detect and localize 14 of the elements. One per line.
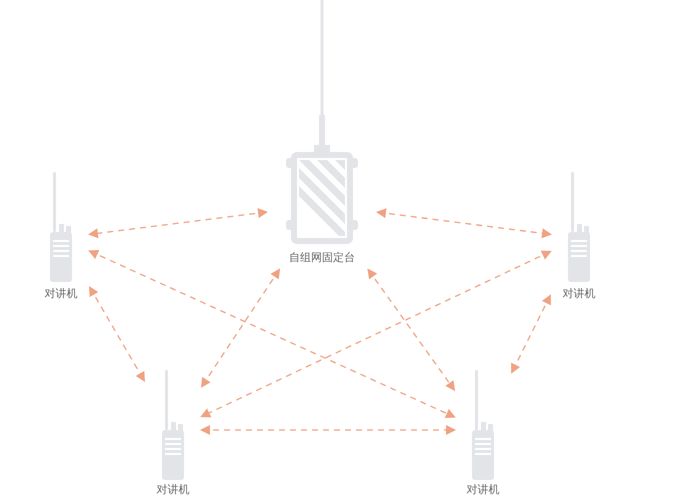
node-label: 对讲机	[562, 286, 596, 301]
arrow	[376, 208, 552, 238]
node-label: 对讲机	[44, 286, 78, 301]
node-label: 自组网固定台	[288, 250, 356, 265]
arrow	[89, 286, 145, 382]
arrow	[367, 268, 456, 392]
arrow	[88, 250, 456, 418]
arrow	[200, 425, 456, 435]
arrow	[200, 250, 552, 418]
arrow	[511, 294, 551, 374]
node-label: 对讲机	[466, 482, 500, 497]
arrow	[88, 208, 268, 238]
node-label: 对讲机	[156, 482, 190, 497]
arrow	[200, 268, 280, 388]
